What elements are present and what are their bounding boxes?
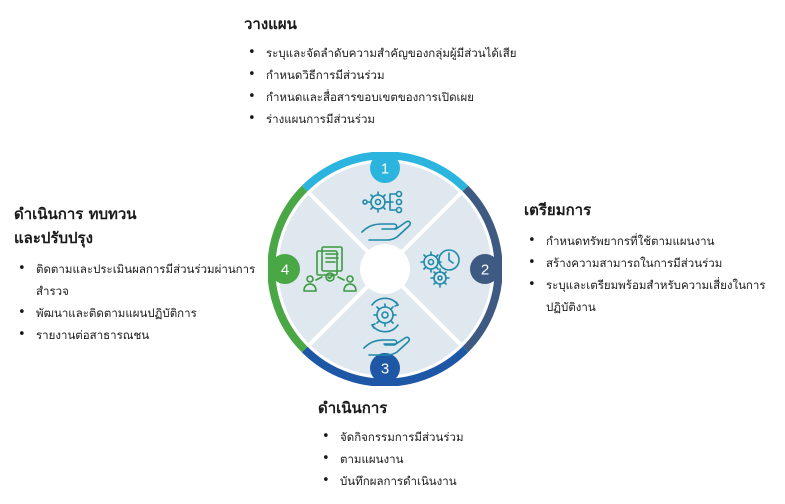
list-item: พัฒนาและติดตามแผนปฏิบัติการ — [14, 302, 264, 324]
stage-execute-title: ดำเนินการ — [318, 399, 388, 417]
badge-number: 2 — [481, 262, 489, 279]
cycle-diagram: 1 2 3 4 — [268, 152, 502, 386]
badge-3: 3 — [370, 353, 400, 383]
list-item: ติดตามและประเมินผลการมีส่วนร่วมผ่านการสำ… — [14, 258, 264, 302]
list-item: ระบุและจัดลำดับความสำคัญของกลุ่มผู้มีส่ว… — [244, 42, 574, 64]
stage-execute-list: จัดกิจกรรมการมีส่วนร่วม ตามแผนงาน บันทึก… — [318, 426, 618, 492]
list-item: กำหนดทรัพยากรที่ใช้ตามแผนงาน — [524, 230, 784, 252]
badge-number: 3 — [381, 361, 389, 378]
stage-plan-block: วางแผน ระบุและจัดลำดับความสำคัญของกลุ่มผ… — [244, 12, 574, 130]
hand-gear-icon — [363, 297, 411, 356]
list-item: กำหนดและสื่อสารขอบเขตของการเปิดเผย — [244, 86, 574, 108]
stage-plan-title: วางแผน — [244, 15, 297, 33]
list-item: สร้างความสามารถในการมีส่วนร่วม — [524, 252, 784, 274]
stage-prepare-title: เตรียมการ — [524, 201, 592, 219]
hand-network-icon — [361, 190, 412, 241]
center-circle — [360, 244, 410, 294]
stage-review-list: ติดตามและประเมินผลการมีส่วนร่วมผ่านการสำ… — [14, 258, 264, 346]
badge-number: 1 — [381, 161, 389, 178]
list-item: จัดกิจกรรมการมีส่วนร่วม — [318, 426, 618, 448]
list-item: กำหนดวิธีการมีส่วนร่วม — [244, 64, 574, 86]
badge-2: 2 — [470, 254, 500, 284]
list-item: บันทึกผลการดำเนินงาน — [318, 470, 618, 492]
stage-review-title-line1: ดำเนินการ ทบทวน — [14, 205, 137, 223]
list-item: ร่างแผนการมีส่วนร่วม — [244, 108, 574, 130]
stage-review-block: ดำเนินการ ทบทวน และปรับปรุง ติดตามและประ… — [14, 202, 264, 346]
stage-execute-block: ดำเนินการ จัดกิจกรรมการมีส่วนร่วม ตามแผน… — [318, 396, 618, 492]
stage-prepare-list: กำหนดทรัพยากรที่ใช้ตามแผนงาน สร้างความสา… — [524, 230, 784, 318]
documents-people-icon — [303, 246, 357, 292]
list-item: ระบุและเตรียมพร้อมสำหรับความเสี่ยงในการป… — [524, 274, 784, 318]
stage-prepare-block: เตรียมการ กำหนดทรัพยากรที่ใช้ตามแผนงาน ส… — [524, 198, 784, 318]
badge-4: 4 — [270, 254, 300, 284]
badge-number: 4 — [281, 262, 289, 279]
list-item: รายงานต่อสาธารณชน — [14, 324, 264, 346]
badge-1: 1 — [370, 153, 400, 183]
list-item: ตามแผนงาน — [318, 448, 618, 470]
stage-review-title-line2: และปรับปรุง — [14, 229, 93, 247]
stage-plan-list: ระบุและจัดลำดับความสำคัญของกลุ่มผู้มีส่ว… — [244, 42, 574, 130]
stage-review-title: ดำเนินการ ทบทวน และปรับปรุง — [14, 202, 264, 250]
gears-clock-icon — [420, 249, 460, 288]
